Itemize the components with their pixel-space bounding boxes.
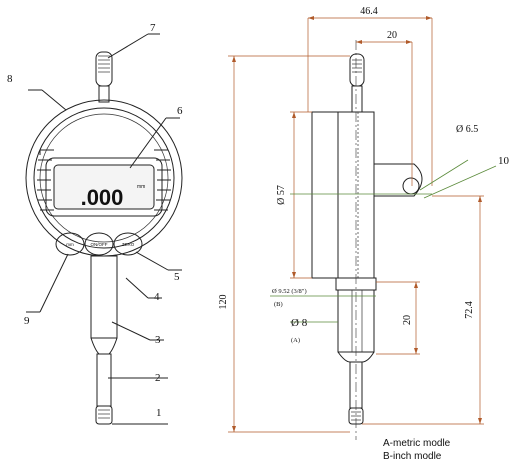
dim-46-4: 46.4 [360, 6, 378, 17]
spindle [96, 353, 112, 407]
callout-4: 4 [154, 291, 160, 303]
callout-9: 9 [24, 315, 30, 327]
lcd-screen [53, 164, 155, 210]
back-lug [374, 163, 423, 197]
contact-point [95, 405, 113, 425]
callout-6: 6 [177, 105, 183, 117]
lug-hole [402, 177, 420, 195]
dim-stem-inch: Ø 9.52 (3/8") [272, 288, 307, 295]
callout-1: 1 [156, 407, 162, 419]
dial-bezel [33, 107, 175, 249]
callout-7: 7 [150, 22, 156, 34]
mm-button[interactable] [55, 232, 85, 256]
mm-button-label: mm [66, 242, 74, 247]
dial-side-face [311, 111, 339, 279]
legend-inch: B-inch modle [383, 451, 442, 462]
lcd-frame [45, 157, 163, 217]
side-view: 46.4 20 Ø 6.5 10 Ø 57 Ø 9.52 (3/8") (B) … [218, 6, 510, 462]
dim-lug-diameter: Ø 6.5 [456, 124, 478, 135]
on-off-button-label: ON/OFF [91, 242, 108, 247]
zero-button-label: ZERO [122, 242, 135, 247]
callout-2: 2 [155, 372, 161, 384]
on-off-button[interactable] [84, 232, 114, 256]
left-grip-ribs [37, 149, 54, 211]
dim-20-offset: 20 [387, 30, 397, 41]
front-view: .000 mm mm ON/OFF ZERO [7, 22, 183, 425]
callout-10: 10 [498, 155, 510, 167]
dim-tip-height: 72.4 [464, 301, 475, 319]
callout-3: 3 [155, 334, 161, 346]
callout-8: 8 [7, 73, 13, 85]
callout-5: 5 [174, 271, 180, 283]
lcd-unit: mm [137, 184, 145, 190]
dim-stem-metric: Ø 8 [291, 317, 308, 329]
dim-dial-diameter: Ø 57 [276, 185, 287, 205]
legend-metric: A-metric modle [383, 438, 451, 449]
dim-stem-length: 20 [402, 315, 413, 325]
stem-sleeve [90, 255, 118, 339]
lcd-reading: .000 [81, 185, 124, 210]
dim-stem-metric-tag: (A) [291, 337, 300, 344]
right-grip-ribs [154, 149, 171, 211]
dim-total-height: 120 [218, 295, 229, 310]
dim-stem-inch-tag: (B) [274, 301, 283, 308]
zero-button[interactable] [113, 232, 143, 256]
